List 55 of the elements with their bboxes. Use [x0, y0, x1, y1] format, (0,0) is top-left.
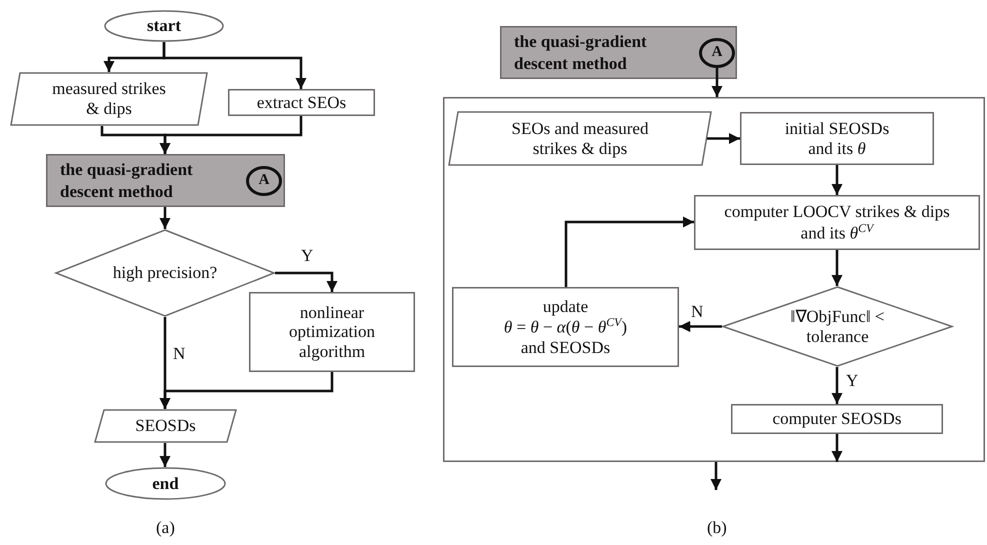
- arrow: [831, 367, 843, 404]
- node-text: nonlinear optimization algorithm: [288, 302, 376, 362]
- node-text: high precision?: [112, 263, 218, 283]
- arrow: [831, 434, 843, 462]
- arrow: [275, 272, 338, 292]
- node-text: initial SEOSDs and its θ: [784, 118, 890, 158]
- node-text: computer LOOCV strikes & dips and its θ$^{CV}$: [723, 202, 951, 243]
- arrow: [159, 443, 171, 467]
- arrow: [162, 42, 307, 89]
- node-text: computer SEOSDs: [772, 409, 902, 429]
- arrow: [679, 320, 722, 332]
- arrow: [831, 250, 843, 286]
- node-text: the quasi-gradient descent method: [60, 159, 194, 202]
- arrow: [564, 216, 694, 287]
- node-text: θ = θ − α(θ − θ$^{CV}$): [504, 316, 628, 338]
- start-terminal: [104, 10, 224, 42]
- process-box: [228, 89, 375, 116]
- panel-label: (b): [706, 519, 728, 538]
- arrow: [159, 116, 302, 154]
- process-box: [249, 292, 415, 372]
- process-box: [452, 287, 679, 367]
- arrow: [711, 68, 723, 97]
- arrow: [707, 132, 740, 144]
- node-text: SEOSDs: [135, 416, 196, 436]
- node-text: extract SEOs: [256, 92, 346, 112]
- node-text: measured strikes & dips: [51, 79, 167, 119]
- connector-circle: [699, 38, 735, 68]
- method-box: [500, 26, 737, 79]
- connector-circle: [246, 166, 282, 196]
- process-box: [731, 404, 943, 434]
- container-box: [443, 97, 985, 462]
- node-text: end: [152, 474, 179, 494]
- panel-label: (a): [155, 519, 176, 538]
- edge-label: N: [690, 303, 704, 322]
- connector-letter: A: [258, 172, 270, 190]
- arrow: [831, 165, 843, 195]
- node-text: start: [147, 16, 181, 36]
- input-parallelogram: [10, 72, 208, 126]
- end-terminal: [105, 467, 226, 500]
- method-box: [46, 154, 285, 207]
- connector-letter: A: [712, 44, 722, 62]
- decision-diamond: [722, 286, 953, 367]
- node-text: SEOs and measured strikes & dips: [510, 118, 650, 158]
- arrow: [710, 462, 722, 490]
- process-box: [740, 112, 934, 165]
- output-parallelogram: [94, 409, 237, 443]
- arrow: [159, 372, 334, 409]
- node-text: the quasi-gradient descent method: [514, 31, 648, 74]
- node-text: update: [542, 296, 588, 316]
- input-parallelogram: [448, 111, 712, 166]
- arrow: [159, 207, 171, 229]
- node-text: and SEOSDs: [520, 338, 610, 358]
- decision-diamond: [55, 229, 275, 317]
- process-box: [694, 195, 980, 250]
- node-text: ‖∇ObjFunc‖ < tolerance: [790, 306, 885, 346]
